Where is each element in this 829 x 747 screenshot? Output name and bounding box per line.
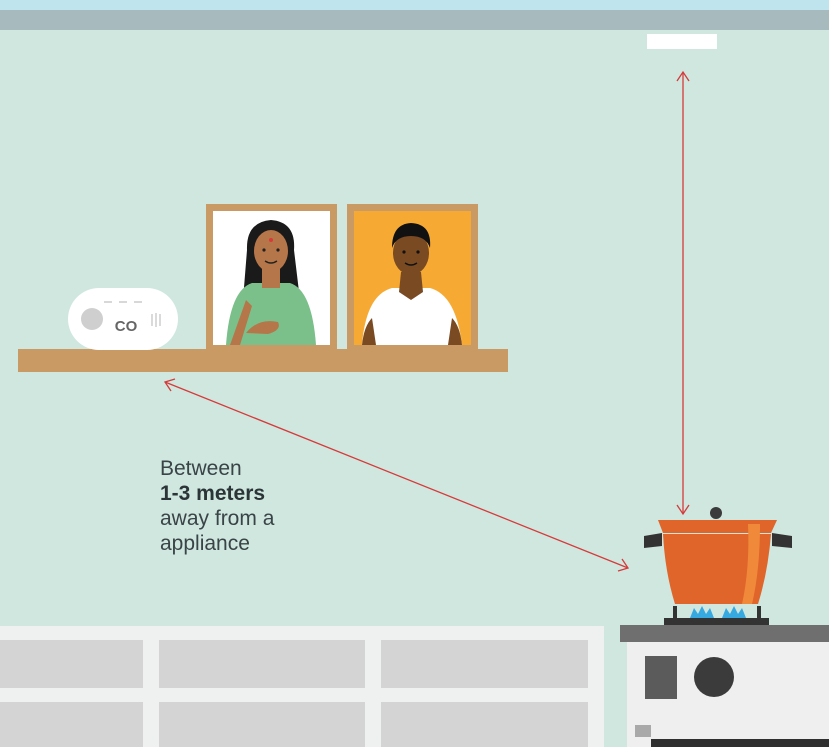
caption-line-3: away from a xyxy=(160,506,380,531)
pot-icon xyxy=(644,507,792,604)
picture-frame-woman xyxy=(206,204,337,350)
caption-distance: 1-3 meters xyxy=(160,481,380,506)
distance-caption: Between 1-3 meters away from a appliance xyxy=(160,456,380,556)
lower-cabinets xyxy=(0,626,604,747)
caption-line-4: appliance xyxy=(160,531,380,556)
caption-line-1: Between xyxy=(160,456,380,481)
ceiling xyxy=(0,10,829,30)
picture-frame-man xyxy=(347,204,478,350)
ceiling-detector-icon xyxy=(647,34,717,49)
co-detector-icon: CO xyxy=(68,288,178,350)
sky-strip xyxy=(0,0,829,10)
stove xyxy=(620,606,829,747)
shelf xyxy=(18,349,508,372)
flame-icon xyxy=(690,606,746,618)
co-label: CO xyxy=(115,318,138,335)
